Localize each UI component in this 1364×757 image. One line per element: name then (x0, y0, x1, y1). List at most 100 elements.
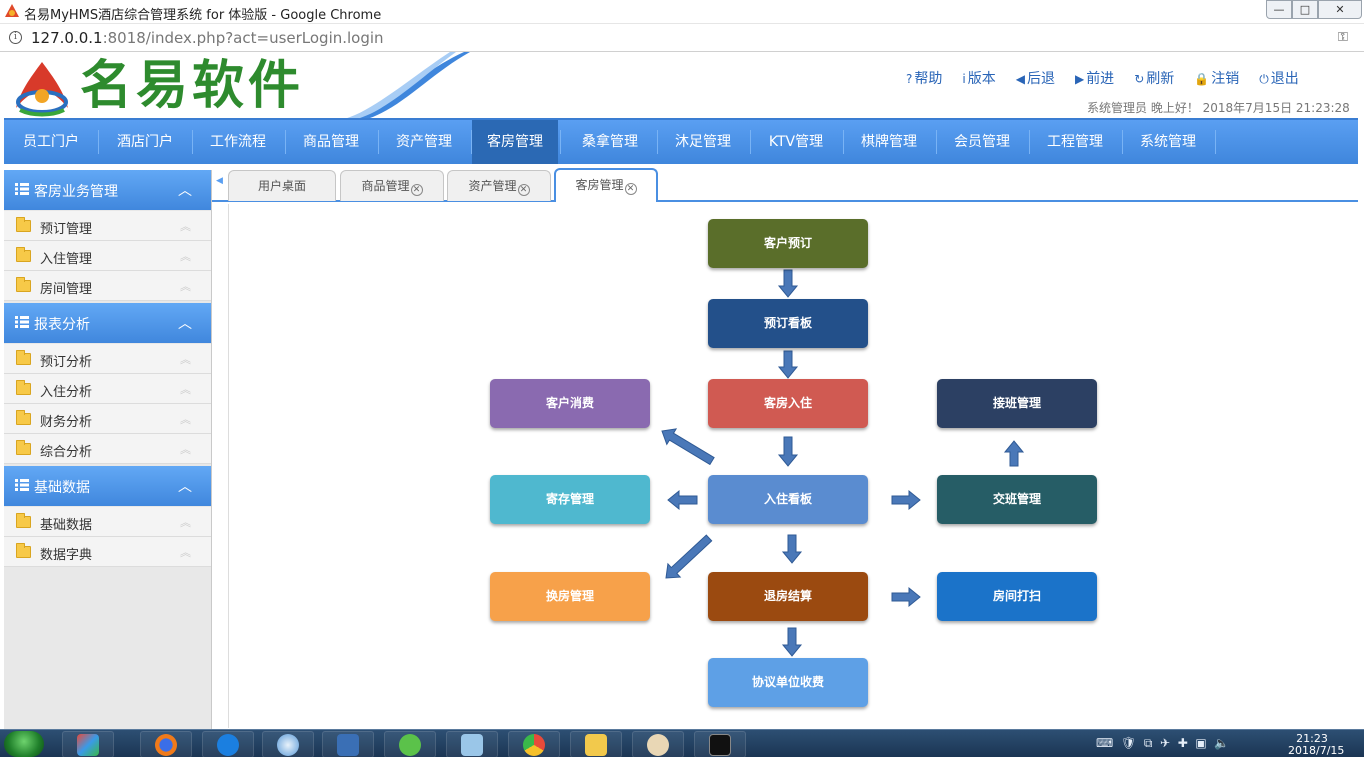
close-window-button[interactable]: ✕ (1318, 0, 1362, 19)
forward-link[interactable]: ▶前进 (1074, 71, 1115, 87)
flow-node-consume[interactable]: 客户消费 (490, 379, 650, 428)
sidebar-item[interactable]: 预订管理︽ (4, 211, 211, 241)
key-icon[interactable]: ⚿ (1338, 30, 1348, 45)
exit-link[interactable]: ⏻退出 (1259, 71, 1299, 87)
taskbar-app-kugou[interactable] (202, 731, 254, 757)
taskbar-app-chrome[interactable] (508, 731, 560, 757)
folder-icon (16, 440, 31, 455)
folder-icon (585, 734, 607, 756)
flow-node-checkin[interactable]: 客房入住 (708, 379, 868, 428)
flow-node-storage[interactable]: 寄存管理 (490, 475, 650, 524)
sidebar-item-label: 入住管理 (40, 252, 93, 267)
nav-item[interactable]: 沐足管理 (675, 134, 731, 150)
taskbar-app-console[interactable] (694, 731, 746, 757)
lock-icon: 🔒 (1194, 72, 1210, 86)
nav-item[interactable]: 商品管理 (303, 134, 359, 150)
url-text[interactable]: 127.0.0.1:8018/index.php?act=userLogin.l… (31, 29, 384, 47)
taskbar-app-safari[interactable] (262, 731, 314, 757)
nav-item[interactable]: 酒店门户 (117, 134, 173, 150)
help-link[interactable]: ?帮助 (906, 71, 943, 87)
system-tray[interactable]: ⌨ 🛡 ⧉ ✈ ✚ ▣ 🔈 (1096, 736, 1230, 750)
sidebar-group-header[interactable]: 基础数据︿ (4, 466, 211, 506)
taskbar-app-paint[interactable] (632, 731, 684, 757)
sidebar-item[interactable]: 数据字典︽ (4, 537, 211, 567)
flow-node-cleaning[interactable]: 房间打扫 (937, 572, 1097, 621)
tab[interactable]: 资产管理✕ (447, 170, 551, 201)
taskbar-app-photos[interactable] (62, 731, 114, 757)
tab[interactable]: 商品管理✕ (340, 170, 444, 201)
sidebar-item[interactable]: 房间管理︽ (4, 271, 211, 301)
taskbar-app-wechat[interactable] (384, 731, 436, 757)
nav-item[interactable]: 会员管理 (954, 134, 1010, 150)
maximize-button[interactable]: □ (1292, 0, 1318, 19)
nav-separator (471, 130, 472, 154)
close-tab-icon[interactable]: ✕ (624, 183, 637, 195)
flow-node-booking-board[interactable]: 预订看板 (708, 299, 868, 348)
taskbar-app-network[interactable] (322, 731, 374, 757)
content-area (228, 204, 1358, 728)
flow-node-room-change[interactable]: 换房管理 (490, 572, 650, 621)
nav-item[interactable]: 桑拿管理 (582, 134, 638, 150)
scroll-left-icon[interactable]: ◀ (216, 176, 223, 186)
tab[interactable]: 用户桌面 (228, 170, 336, 201)
close-tab-icon[interactable]: ✕ (517, 184, 530, 196)
windows-taskbar: ⌨ 🛡 ⧉ ✈ ✚ ▣ 🔈 21:23 2018/7/15 (0, 729, 1364, 757)
nav-item[interactable]: 资产管理 (396, 134, 452, 150)
sidebar-group-header[interactable]: 报表分析︿ (4, 303, 211, 343)
collapse-chevron-icon[interactable]: ︿ (178, 183, 192, 199)
collapse-chevron-icon[interactable]: ︿ (178, 479, 192, 495)
minimize-button[interactable]: — (1266, 0, 1292, 19)
sidebar-item[interactable]: 入住分析︽ (4, 374, 211, 404)
app-logo-icon (5, 4, 19, 17)
refresh-link[interactable]: ↻刷新 (1134, 71, 1175, 87)
taskbar-app-firefox[interactable] (140, 731, 192, 757)
folder-icon (16, 543, 31, 558)
start-button[interactable] (4, 731, 44, 757)
sidebar-item[interactable]: 基础数据︽ (4, 507, 211, 537)
taskbar-clock[interactable]: 21:23 2018/7/15 (1288, 732, 1345, 757)
nav-item[interactable]: KTV管理 (768, 134, 824, 150)
chevron-up-icon: ︽ (180, 413, 191, 426)
nav-item[interactable]: 系统管理 (1140, 134, 1196, 150)
site-info-icon[interactable]: i (9, 31, 22, 44)
sidebar-item[interactable]: 综合分析︽ (4, 434, 211, 464)
sidebar-item[interactable]: 入住管理︽ (4, 241, 211, 271)
sidebar-item-label: 房间管理 (40, 282, 93, 297)
flow-node-booking[interactable]: 客户预订 (708, 219, 868, 268)
flow-node-checkout[interactable]: 退房结算 (708, 572, 868, 621)
folder-icon (16, 247, 31, 262)
address-bar[interactable]: i 127.0.0.1:8018/index.php?act=userLogin… (0, 24, 1364, 52)
collapse-chevron-icon[interactable]: ︿ (178, 316, 192, 332)
nav-item[interactable]: 员工门户 (23, 134, 79, 150)
sidebar-item[interactable]: 财务分析︽ (4, 404, 211, 434)
sidebar-group-header[interactable]: 客房业务管理 ︿ (4, 170, 211, 210)
tab[interactable]: 客房管理✕ (554, 168, 658, 202)
compass-icon (277, 734, 299, 756)
chevron-up-icon: ︽ (180, 220, 191, 233)
flow-node-handover-mgmt[interactable]: 接班管理 (937, 379, 1097, 428)
list-icon (15, 479, 29, 491)
close-tab-icon[interactable]: ✕ (410, 184, 423, 196)
chevron-up-icon: ︽ (180, 516, 191, 529)
help-icon: ? (906, 72, 913, 86)
sidebar-group-title: 客房业务管理 (34, 184, 118, 200)
folder-icon (16, 350, 31, 365)
nav-item[interactable]: 客房管理 (472, 120, 558, 164)
flow-node-checkin-board[interactable]: 入住看板 (708, 475, 868, 524)
flow-node-shift[interactable]: 交班管理 (937, 475, 1097, 524)
sidebar-item[interactable]: 预订分析︽ (4, 344, 211, 374)
nav-item[interactable]: 棋牌管理 (861, 134, 917, 150)
list-icon (15, 316, 29, 328)
taskbar-app-explorer[interactable] (570, 731, 622, 757)
taskbar-app-files[interactable] (446, 731, 498, 757)
tab-label: 资产管理 (468, 179, 517, 193)
back-link[interactable]: ◀后退 (1015, 71, 1055, 87)
nav-item[interactable]: 工作流程 (210, 134, 266, 150)
header-swoosh (340, 52, 470, 120)
flow-node-agreement[interactable]: 协议单位收费 (708, 658, 868, 707)
folder-icon (16, 277, 31, 292)
nav-item[interactable]: 工程管理 (1047, 134, 1103, 150)
logout-link[interactable]: 🔒注销 (1194, 71, 1240, 87)
